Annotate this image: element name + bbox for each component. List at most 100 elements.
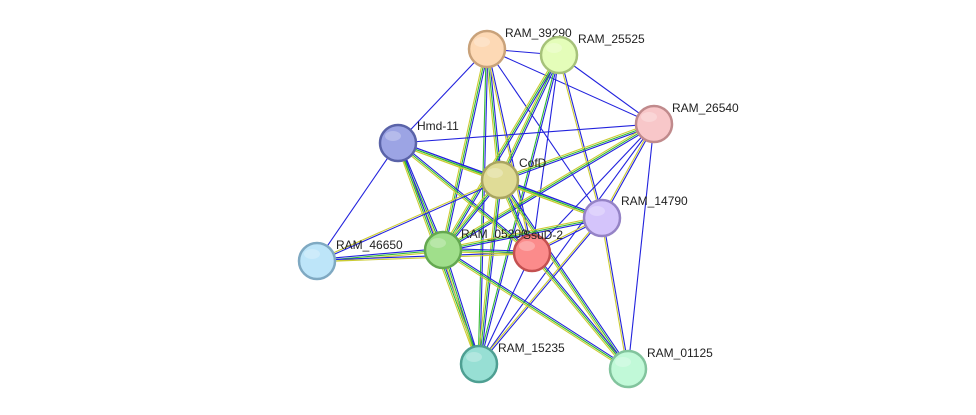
edge-ram-26540-ram-15235 [478, 123, 655, 365]
edge-ram-26540-ram-05200 [441, 122, 656, 252]
edge-evidence-blue [480, 180, 503, 365]
edge-ram-14790-ram-15235 [477, 217, 604, 365]
edge-evidence-yellow [441, 122, 654, 250]
edge-evidence-blue [443, 55, 561, 252]
edge-ram-14790-ram-01125 [600, 217, 630, 370]
node-highlight [474, 37, 490, 47]
node-ram-25525[interactable]: RAM_25525 [539, 32, 645, 75]
edge-ram-26540-cofd [499, 121, 655, 183]
edge-evidence-blue [500, 178, 630, 369]
node-highlight [546, 43, 562, 53]
node-ram-01125[interactable]: RAM_01125 [608, 346, 713, 389]
node-ram-05200[interactable]: RAM_05200 [423, 227, 528, 270]
node-cofd[interactable]: CofD [480, 156, 547, 200]
node-label: CofD [519, 156, 547, 170]
edge-evidence-blue [479, 49, 489, 365]
edge-ssud-2-ram-15235 [478, 252, 533, 365]
edge-evidence-yellow [442, 215, 602, 249]
node-label: SsuD-2 [523, 228, 563, 242]
node-ram-26540[interactable]: RAM_26540 [634, 101, 739, 144]
edge-ram-05200-ram-01125 [441, 248, 630, 371]
node-highlight [615, 357, 631, 367]
node-ram-46650[interactable]: RAM_46650 [297, 238, 403, 281]
edge-ram-25525-ssud-2 [531, 54, 560, 254]
edge-ram-25525-ram-05200 [441, 53, 561, 252]
node-ram-15235[interactable]: RAM_15235 [459, 341, 565, 384]
node-highlight [304, 249, 320, 259]
edge-evidence-yellow [316, 178, 500, 261]
edge-ram-39290-ram-05200 [440, 48, 490, 251]
node-circle[interactable] [297, 241, 337, 281]
edge-evidence-blue [487, 48, 534, 253]
edge-evidence-blue [317, 180, 501, 263]
edge-ram-39290-ram-14790 [486, 48, 603, 219]
node-hmd-11[interactable]: Hmd-11 [378, 119, 459, 163]
edge-evidence-yellow [317, 253, 533, 263]
edge-evidence-blue [486, 48, 603, 219]
edge-evidence-blue [558, 54, 655, 125]
node-circle[interactable] [582, 198, 622, 238]
edge-evidence-blue [316, 247, 443, 260]
edge-ram-39290-hmd-11 [397, 48, 488, 144]
edge-evidence-green [477, 48, 487, 364]
node-circle[interactable] [378, 123, 418, 163]
edge-evidence-green [442, 48, 488, 251]
node-circle[interactable] [467, 29, 507, 69]
node-circle[interactable] [423, 230, 463, 270]
edge-evidence-blue [478, 123, 655, 365]
node-label: RAM_25525 [578, 32, 645, 46]
node-circle[interactable] [634, 104, 674, 144]
edge-evidence-yellow [396, 143, 532, 255]
node-circle[interactable] [512, 233, 552, 273]
edge-evidence-blue [478, 252, 533, 365]
edge-evidence-yellow [441, 250, 628, 371]
node-circle[interactable] [539, 35, 579, 75]
edge-evidence-blue [444, 49, 490, 251]
edge-evidence-yellow [441, 53, 559, 250]
node-label: RAM_14790 [621, 194, 688, 208]
edge-evidence-green [442, 123, 655, 251]
edge-evidence-yellow [440, 250, 478, 365]
node-highlight [589, 206, 605, 216]
edge-evidence-yellow [499, 121, 654, 180]
edge-ram-39290-ram-26540 [486, 48, 655, 125]
edge-hmd-11-ram-46650 [316, 142, 399, 262]
edge-evidence-blue [444, 249, 482, 364]
edge-evidence-green [442, 54, 560, 251]
node-circle[interactable] [608, 349, 648, 389]
edge-evidence-yellow [440, 48, 486, 250]
edge-evidence-yellow [485, 49, 532, 254]
node-circle[interactable] [480, 160, 520, 200]
edge-ram-05200-ram-15235 [440, 249, 482, 365]
edge-ssud-2-ram-01125 [530, 251, 630, 371]
edge-evidence-blue [398, 142, 445, 250]
node-ram-14790[interactable]: RAM_14790 [582, 194, 688, 238]
edge-evidence-green [442, 217, 603, 251]
edge-evidence-blue [532, 251, 630, 369]
node-ssud-2[interactable]: SsuD-2 [512, 228, 563, 273]
edge-evidence-blue [500, 55, 561, 181]
edge-ram-26540-hmd-11 [397, 123, 655, 144]
node-label: RAM_05200 [461, 227, 528, 241]
edge-evidence-yellow [530, 253, 628, 371]
edge-evidence-blue [602, 217, 630, 369]
edge-evidence-blue [443, 124, 656, 252]
edge-evidence-yellow [498, 54, 559, 180]
edge-evidence-green [499, 123, 655, 181]
edge-evidence-blue [397, 48, 488, 144]
edge-evidence-yellow [557, 55, 602, 219]
node-label: RAM_15235 [498, 341, 565, 355]
edge-evidence-blue [531, 123, 655, 254]
edge-evidence-blue [627, 123, 655, 370]
edge-evidence-blue [531, 54, 560, 254]
edge-ram-25525-ram-14790 [557, 54, 604, 219]
edge-evidence-green [499, 54, 560, 181]
edge-ram-26540-ram-01125 [627, 123, 655, 370]
node-circle[interactable] [459, 344, 499, 384]
edge-evidence-blue [398, 141, 534, 253]
edge-evidence-blue [443, 219, 603, 253]
edge-cofd-ram-15235 [476, 179, 503, 365]
edge-evidence-blue [397, 123, 655, 144]
edge-evidence-green [442, 249, 480, 365]
